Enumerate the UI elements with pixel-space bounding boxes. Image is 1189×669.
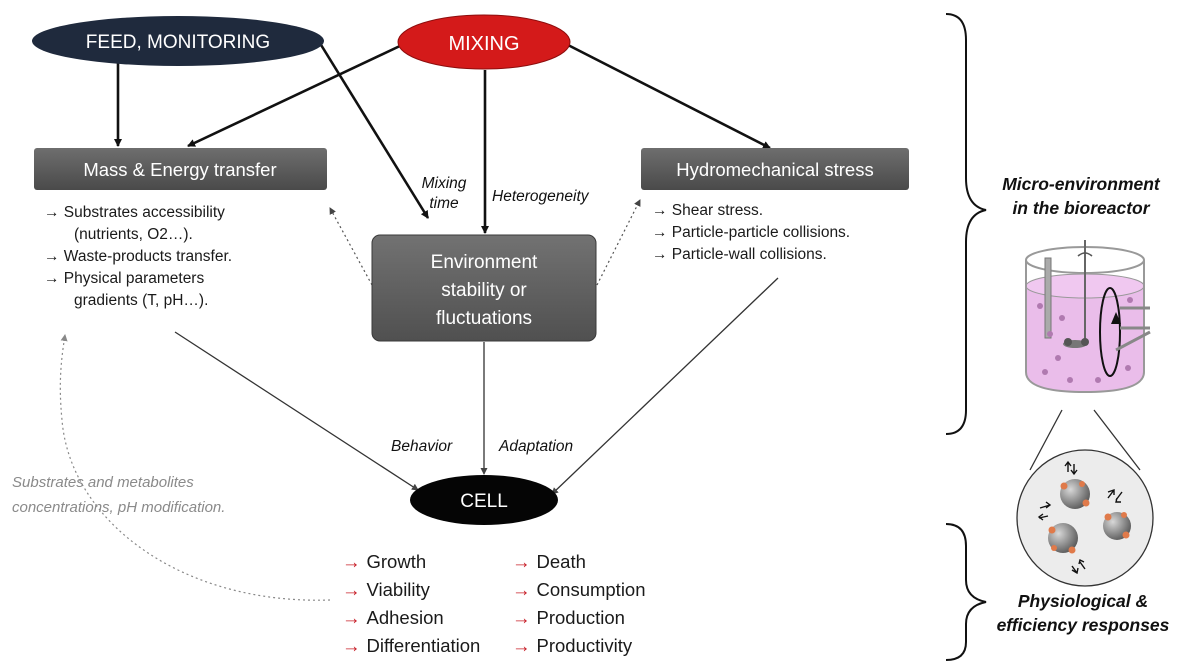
magnified-cells-illustration: [1016, 449, 1154, 587]
hydromechanical-box: [641, 148, 909, 190]
arrow-icon: →: [342, 579, 361, 600]
response-differentiation: →Differentiation: [342, 635, 481, 656]
response-productivity: →Productivity: [512, 635, 633, 656]
feedback-curve: [59, 334, 331, 601]
environment-line-2: stability or: [441, 280, 527, 301]
zoom-line-right: [1093, 409, 1141, 471]
response-production: →Production: [512, 607, 625, 628]
arrow-icon: →: [342, 607, 361, 628]
physiological-label: Physiological & efficiency responses: [978, 589, 1188, 637]
mixing-time-line-2: time: [429, 195, 459, 212]
feed-monitoring-node: [32, 16, 324, 66]
mass-item: → Substrates accessibility: [44, 204, 225, 221]
brace-physiological: [945, 523, 987, 661]
arrow-icon: →: [342, 635, 361, 656]
response-adhesion: →Adhesion: [342, 607, 444, 628]
environment-line-1: Environment: [431, 252, 538, 273]
arrow-feed-to-environment: [316, 39, 430, 219]
mass-energy-label: Mass & Energy transfer: [83, 159, 276, 180]
mass-item: gradients (T, pH…).: [74, 292, 209, 309]
mass-item: (nutrients, O2…).: [74, 226, 193, 243]
response-death: →Death: [512, 551, 586, 572]
brace-micro-environment: [945, 13, 987, 435]
physio-line-1: Physiological &: [1017, 591, 1149, 611]
heterogeneity-label: Heterogeneity: [492, 188, 589, 205]
adaptation-label: Adaptation: [499, 438, 574, 455]
arrow-icon: →: [512, 551, 531, 572]
response-growth: →Growth: [342, 551, 427, 572]
dotted-arrow-env-to-hydro: [596, 199, 641, 286]
arrow-hydro-to-cell: [551, 277, 779, 495]
arrow-icon: →: [512, 579, 531, 600]
arrow-mixing-to-mass: [187, 43, 403, 148]
behavior-label: Behavior: [391, 438, 453, 455]
arrow-mixing-to-hydro: [567, 43, 771, 150]
arrow-icon: →: [512, 635, 531, 656]
mixing-node: [397, 14, 571, 70]
hydromechanical-list: → Shear stress. → Particle-particle coll…: [652, 200, 850, 266]
hydro-item: → Shear stress.: [652, 202, 764, 219]
feedback-line-1: Substrates and metabolites: [12, 474, 194, 491]
feedback-line-2: concentrations, pH modification.: [12, 499, 226, 516]
micro-line-2: in the bioreactor: [1012, 198, 1150, 218]
environment-box: [371, 234, 597, 342]
arrow-icon: →: [342, 551, 361, 572]
hydro-item: → Particle-wall collisions.: [652, 246, 827, 263]
mixing-time-label: Mixing time: [414, 174, 474, 214]
mixing-label: MIXING: [448, 33, 519, 55]
cell-label: CELL: [460, 491, 508, 512]
feedback-label: Substrates and metabolites concentration…: [12, 470, 225, 520]
dotted-arrow-env-to-mass: [329, 207, 373, 286]
arrow-mass-to-cell: [174, 331, 419, 491]
arrow-icon: →: [512, 607, 531, 628]
mass-energy-box: [34, 148, 327, 190]
micro-environment-label: Micro-environment in the bioreactor: [976, 172, 1186, 220]
hydromechanical-label: Hydromechanical stress: [676, 159, 873, 180]
cell-node: [410, 475, 558, 525]
environment-line-3: fluctuations: [436, 308, 532, 329]
feed-monitoring-label: FEED, MONITORING: [86, 32, 270, 53]
physio-line-2: efficiency responses: [996, 615, 1170, 635]
mass-transfer-list: → Substrates accessibility (nutrients, O…: [44, 202, 232, 312]
mass-item: → Physical parameters: [44, 270, 205, 287]
bioreactor-illustration: [1025, 240, 1151, 394]
response-viability: →Viability: [342, 579, 430, 600]
mass-item: → Waste-products transfer.: [44, 248, 233, 265]
mixing-time-line-1: Mixing: [421, 175, 467, 192]
response-consumption: →Consumption: [512, 579, 646, 600]
micro-line-1: Micro-environment: [1002, 174, 1160, 194]
zoom-line-left: [1029, 409, 1063, 471]
hydro-item: → Particle-particle collisions.: [652, 224, 851, 241]
